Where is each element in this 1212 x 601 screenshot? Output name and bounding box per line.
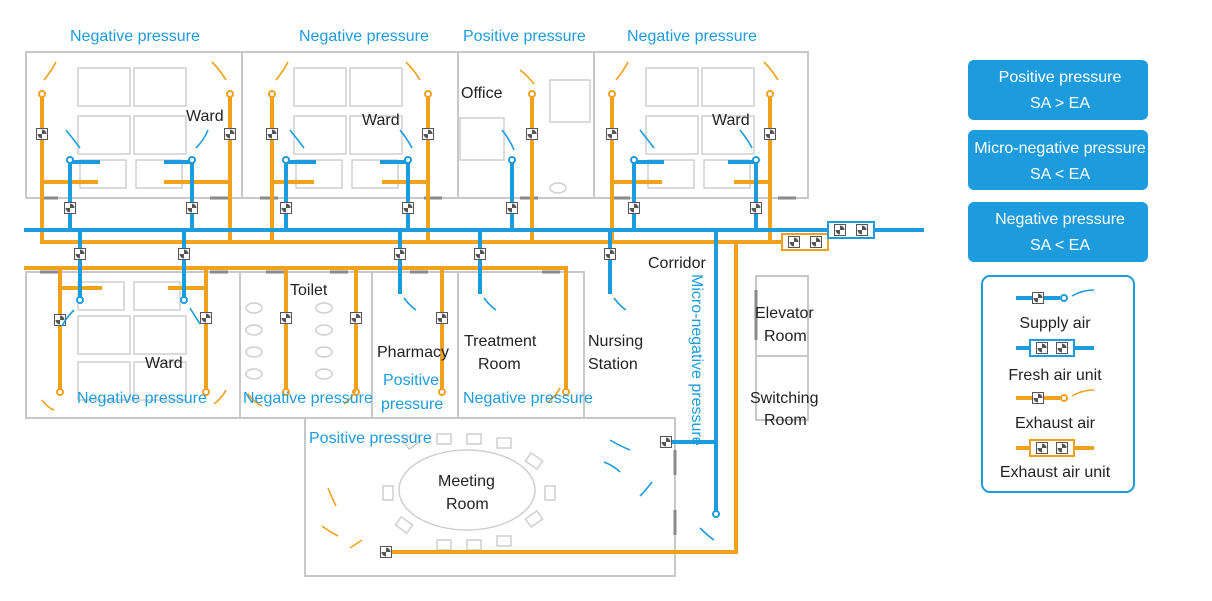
airflow-arrows: [41, 61, 779, 549]
legend-fresh-air-unit-icon: [1016, 339, 1094, 357]
room-label-treatment-1: Treatment: [464, 333, 537, 350]
diffusers: [38, 90, 774, 518]
room-label-nursing-1: Nursing: [588, 333, 643, 350]
room-label-pharmacy: Pharmacy: [377, 344, 449, 361]
pressure-label-top-ward-3: Negative pressure: [627, 28, 757, 45]
room-label-meeting-2: Room: [446, 496, 489, 513]
legend-negative-title: Negative pressure: [995, 211, 1125, 228]
pressure-label-toilet: Negative pressure: [243, 390, 373, 407]
room-toilet: [239, 271, 373, 419]
fresh-air-unit-main: [827, 221, 875, 239]
room-label-switching-2: Room: [764, 412, 807, 429]
legend-exhaust-air-unit-label: Exhaust air unit: [1000, 464, 1111, 481]
legend-positive-formula: SA > EA: [1030, 95, 1090, 112]
pressure-label-pharmacy-2: pressure: [381, 396, 443, 413]
room-label-nursing-2: Station: [588, 356, 638, 373]
pressure-label-office: Positive pressure: [463, 28, 586, 45]
room-label-ward-top-1: Ward: [186, 108, 224, 125]
pressure-label-bottom-ward: Negative pressure: [77, 390, 207, 407]
legend-exhaust-air-label: Exhaust air: [1015, 415, 1096, 432]
legend-micro-negative-title: Micro-negative pressure: [974, 140, 1146, 157]
legend-fresh-air-unit-label: Fresh air unit: [1008, 367, 1102, 384]
legend-negative-box: [968, 202, 1148, 262]
room-ward-top-3: [593, 51, 809, 199]
legend-supply-air-icon: [1016, 289, 1095, 304]
legend-micro-negative-box: [968, 130, 1148, 190]
door-marks: [40, 196, 796, 535]
legend-key-box: [981, 275, 1135, 493]
legend-positive-box: [968, 60, 1148, 120]
meeting-table: [398, 449, 536, 531]
pressure-label-top-ward-1: Negative pressure: [70, 28, 200, 45]
supply-ducts: [24, 160, 924, 514]
room-label-office: Office: [461, 85, 503, 102]
legend: Positive pressure SA > EA Micro-negative…: [968, 60, 1148, 493]
legend-supply-air-label: Supply air: [1019, 315, 1091, 332]
furniture: [77, 67, 755, 551]
legend-exhaust-air-unit-icon: [1016, 439, 1094, 457]
room-label-elevator-1: Elevator: [755, 305, 814, 322]
room-label-toilet: Toilet: [290, 282, 328, 299]
exhaust-ducts: [24, 94, 784, 554]
room-label-switching-1: Switching: [750, 390, 818, 407]
legend-positive-title: Positive pressure: [999, 69, 1122, 86]
legend-negative-formula: SA < EA: [1030, 237, 1090, 254]
pressure-label-corridor: Micro-negative pressure: [688, 274, 705, 446]
pressure-labels: Negative pressure Negative pressure Posi…: [70, 28, 757, 447]
room-label-treatment-2: Room: [478, 356, 521, 373]
room-label-ward-top-3: Ward: [712, 112, 750, 129]
room-switching: [755, 355, 809, 421]
room-label-elevator-2: Room: [764, 328, 807, 345]
pressure-label-treatment: Negative pressure: [463, 390, 593, 407]
room-label-ward-top-2: Ward: [362, 112, 400, 129]
pressure-label-meeting: Positive pressure: [309, 430, 432, 447]
room-label-meeting-1: Meeting: [438, 473, 495, 490]
room-labels: Ward Ward Office Ward Ward Toilet Pharma…: [145, 85, 818, 513]
pressure-label-top-ward-2: Negative pressure: [299, 28, 429, 45]
room-label-ward-bottom: Ward: [145, 355, 183, 372]
legend-exhaust-air-icon: [1016, 389, 1095, 404]
legend-micro-negative-formula: SA < EA: [1030, 166, 1090, 183]
room-label-corridor: Corridor: [648, 255, 706, 272]
exhaust-air-unit-main: [781, 233, 829, 251]
pressure-label-pharmacy-1: Positive: [383, 372, 439, 389]
